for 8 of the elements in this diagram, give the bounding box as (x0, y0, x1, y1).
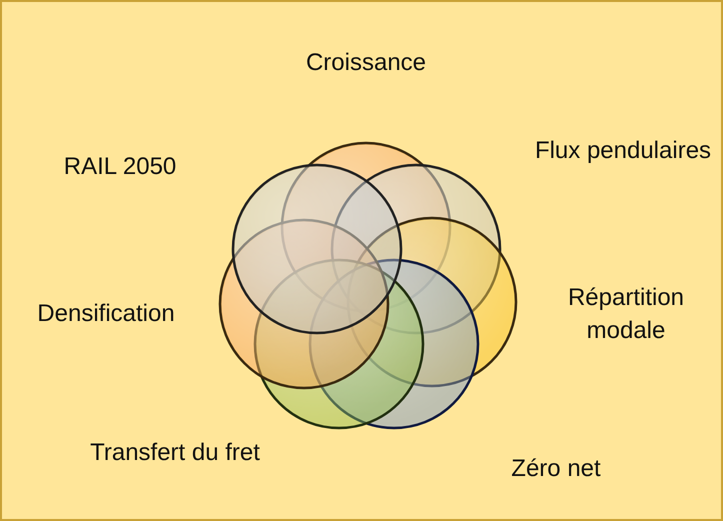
theme-label: Transfert du fret (89, 438, 261, 468)
theme-label: Zéro net (510, 454, 602, 484)
theme-label: Densification (36, 299, 176, 329)
theme-label: Répartition modale (566, 283, 686, 346)
overlapping-circle (232, 164, 402, 334)
theme-label: Flux pendulaires (534, 136, 712, 166)
theme-label: RAIL 2050 (62, 152, 178, 182)
theme-label: Croissance (304, 48, 428, 78)
